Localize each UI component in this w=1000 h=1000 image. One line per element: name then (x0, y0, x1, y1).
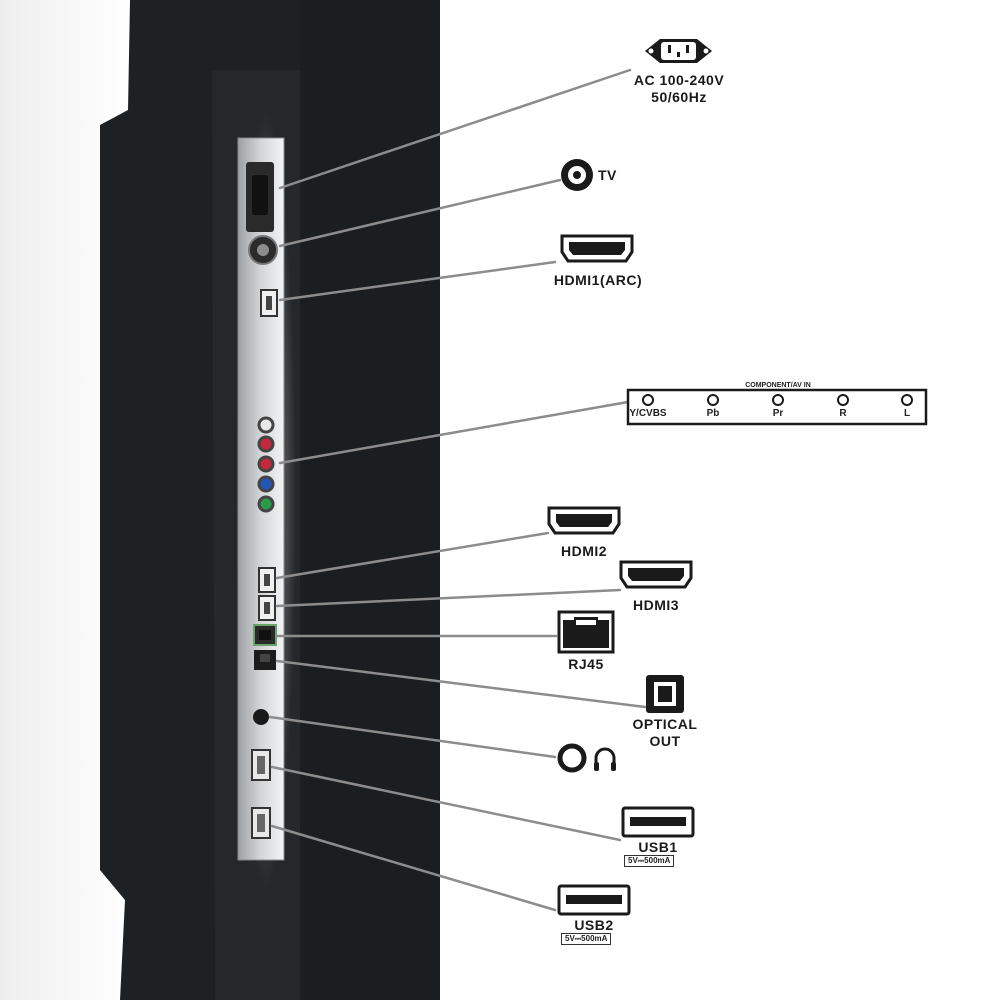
component-title-label: COMPONENT/AV IN (745, 382, 811, 389)
rj45-label: RJ45 (568, 656, 604, 672)
hdmi-icon (619, 560, 693, 589)
usb2-label: USB2 (574, 917, 614, 933)
optical-label-line2: OUT (649, 733, 681, 749)
strip-coax-jack (248, 235, 278, 265)
coax-tv-icon (561, 159, 593, 191)
strip-hdmi3-port (258, 595, 276, 621)
headphone-icon (557, 743, 616, 773)
component-port-label: L (903, 408, 911, 419)
strip-hdmi2-port (258, 567, 276, 593)
hdmi-icon (560, 234, 634, 263)
ac-frequency-label: 50/60Hz (651, 89, 707, 105)
hdmi1-label: HDMI1(ARC) (553, 272, 643, 288)
hdmi3-label: HDMI3 (632, 597, 680, 613)
usb-icon (621, 806, 695, 838)
rj45-icon (557, 610, 615, 654)
hdmi-icon (547, 506, 621, 535)
strip-headphone-jack (253, 709, 269, 725)
strip-usb1-port (251, 749, 271, 781)
optical-label-line1: OPTICAL (632, 716, 698, 732)
component-port-label: Y/CVBS (629, 408, 667, 419)
strip-usb2-port (251, 807, 271, 839)
strip-rj45-port (253, 624, 277, 646)
strip-hdmi1-port (260, 289, 278, 317)
strip-ac-socket (246, 162, 274, 232)
tv-label: TV (598, 167, 617, 183)
component-port-label: R (839, 408, 847, 419)
component-port-label: Pr (772, 408, 784, 419)
ac-power-icon (645, 39, 712, 63)
hdmi2-label: HDMI2 (560, 543, 608, 559)
component-port-label: Pb (706, 408, 720, 419)
component-av-icon (626, 388, 928, 426)
ac-voltage-label: AC 100-240V (633, 72, 725, 88)
strip-av-jacks (257, 416, 275, 513)
leader-lines (268, 68, 647, 912)
strip-optical-port (254, 650, 276, 670)
optical-icon (646, 675, 684, 713)
usb1-spec-label: 5V⎓500mA (624, 855, 675, 867)
usb1-label: USB1 (638, 839, 678, 855)
usb-icon (557, 884, 631, 916)
usb2-spec-label: 5V⎓500mA (561, 933, 612, 945)
